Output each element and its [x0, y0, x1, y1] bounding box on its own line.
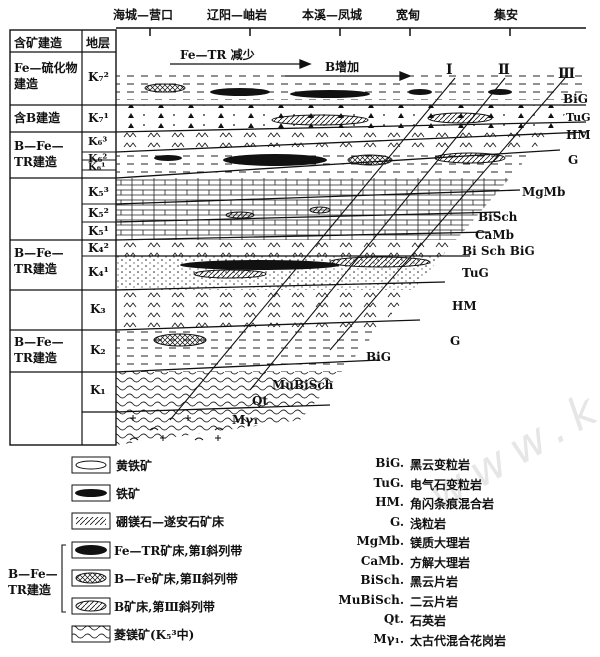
formation-name: B—Fe—TR建造: [14, 334, 80, 366]
legend-pyrite: 黄铁矿: [116, 457, 152, 474]
legend-description: 黑云变粒岩: [410, 456, 470, 473]
legend-abbreviation: Mγ₁.: [373, 632, 404, 646]
legend-abbreviation: Qt.: [384, 612, 404, 626]
rock-label: TuG: [566, 111, 591, 124]
location-axis: [116, 28, 586, 36]
formation-name: B—Fe—TR建造: [14, 138, 80, 170]
location-label: 辽阳—岫岩: [207, 6, 267, 23]
legend-abbreviation: MgMb.: [356, 534, 404, 548]
rock-label: Bi Sch BiG: [462, 244, 535, 258]
rock-label: Mγ₁: [232, 413, 258, 427]
rock-label: G: [568, 153, 578, 167]
rock-label: CaMb: [475, 228, 514, 242]
legend-swatches: [62, 457, 110, 642]
legend-abbreviation: G.: [390, 515, 404, 529]
rock-label: TuG: [462, 266, 489, 280]
formation-name: B—Fe—TR建造: [14, 245, 80, 277]
layer-code: K₁: [90, 383, 106, 397]
layer-code: K₅¹: [88, 224, 109, 238]
trend-fe-label: Fe—TR 减少: [180, 46, 255, 63]
legend-description: 二云片岩: [410, 593, 458, 610]
belt-label: Ⅲ: [558, 66, 575, 82]
layer-code: K₆³: [88, 135, 107, 148]
rock-label: BiG: [366, 350, 391, 364]
layer-code: K₃: [90, 302, 106, 316]
legend-description: 镁质大理岩: [410, 534, 470, 551]
rock-label: Qt: [252, 394, 268, 408]
legend-ludwigite: 硼镁石—遂安石矿床: [116, 513, 224, 530]
layer-code: K₄¹: [88, 265, 109, 279]
legend-group-label: B—Fe—TR建造: [8, 566, 62, 598]
layer-code: K₅²: [88, 206, 109, 220]
belt-label: Ⅰ: [446, 62, 453, 78]
legend-b-deposit: B矿床,第Ⅲ斜列带: [114, 598, 215, 615]
stratum-header: 地层: [86, 34, 110, 51]
legend-description: 方解大理岩: [410, 554, 470, 571]
rock-label: BiSch: [478, 210, 517, 224]
legend-b-fe-deposit: B—Fe矿床,第Ⅱ斜列带: [114, 570, 238, 587]
layer-code: K₇²: [88, 70, 109, 84]
location-label: 海城—营口: [113, 6, 173, 23]
layer-code: K₂: [90, 343, 106, 357]
legend-description: 浅粒岩: [410, 515, 446, 532]
location-label: 本溪—凤城: [302, 6, 362, 23]
rock-label: BiG: [563, 92, 588, 106]
rock-label: G: [450, 334, 460, 348]
belt-label: Ⅱ: [498, 62, 510, 78]
legend-description: 电气石变粒岩: [410, 476, 482, 493]
legend-abbreviation: CaMb.: [361, 554, 404, 568]
rock-label: MgMb: [522, 185, 565, 199]
layer-code: K₇¹: [88, 111, 109, 125]
rock-label: HM: [566, 128, 591, 142]
formation-header: 含矿建造: [14, 34, 62, 51]
legend-abbreviation: BiG.: [375, 456, 404, 470]
legend-description: 太古代混合花岗岩: [410, 632, 506, 649]
formation-name: 含B建造: [14, 110, 80, 126]
layer-code: K₄²: [88, 241, 109, 255]
rock-label: MuBiSch: [272, 378, 333, 392]
legend-abbreviation: HM.: [375, 495, 404, 509]
layer-code: K₅³: [88, 185, 109, 199]
location-label: 宽甸: [396, 6, 420, 23]
legend-description: 石英岩: [410, 612, 446, 629]
legend-abbreviation: BiSch.: [360, 573, 404, 587]
location-label: 集安: [494, 6, 518, 23]
legend-abbreviation: TuG.: [373, 476, 404, 490]
legend-magnesite: 菱镁矿(K₅³中): [114, 626, 194, 643]
trend-b-label: B增加: [325, 58, 359, 75]
formation-name: Fe—硫化物建造: [14, 60, 80, 92]
layer-code: K₆¹: [88, 162, 105, 173]
legend-iron-ore: 铁矿: [116, 485, 140, 502]
legend-description: 角闪条痕混合岩: [410, 495, 494, 512]
legend-fe-tr-deposit: Fe—TR矿床,第Ⅰ斜列带: [114, 542, 242, 559]
legend-description: 黑云片岩: [410, 573, 458, 590]
legend-abbreviation: MuBiSch.: [338, 593, 404, 607]
rock-label: HM: [452, 299, 477, 313]
